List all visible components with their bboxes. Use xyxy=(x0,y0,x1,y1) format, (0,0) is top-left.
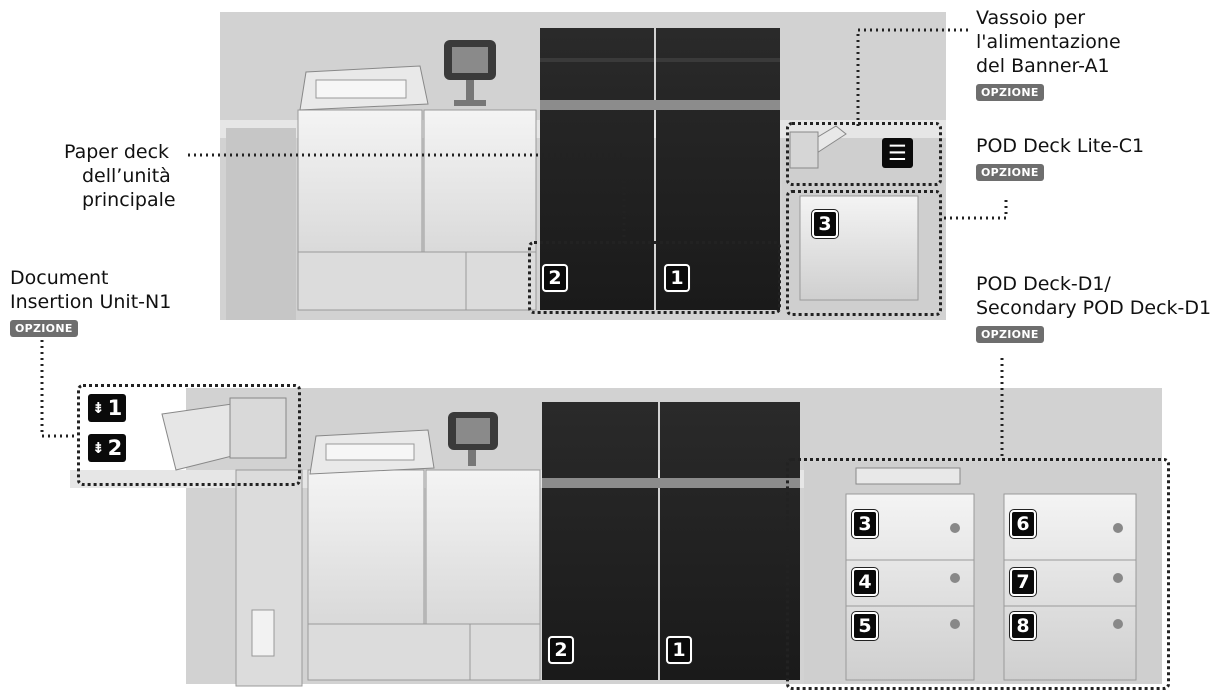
drawer-number-2: 2 xyxy=(542,264,568,292)
banner-tray-line-2: l'alimentazione xyxy=(976,31,1121,53)
pod-deck-drawer-5: 5 xyxy=(852,612,878,640)
insertion-tray-1: ⇟1 xyxy=(88,394,127,422)
document-insertion-label: Document Insertion Unit-N1 OPZIONE xyxy=(10,266,171,338)
insertion-tray-2: ⇟2 xyxy=(88,434,127,462)
paper-deck-line-1: Paper deck xyxy=(64,141,170,163)
drawer-number-1: 1 xyxy=(666,636,692,664)
drawer-number-1: 1 xyxy=(664,264,690,292)
pod-deck-drawer-6: 6 xyxy=(1010,510,1036,538)
pod-lite-drawer-number: 3 xyxy=(812,210,838,238)
option-badge: OPZIONE xyxy=(10,320,78,337)
paper-deck-label: Paper deck dell’unità principale xyxy=(64,140,176,212)
insertion-unit-outline xyxy=(77,384,301,486)
pod-lite-outline xyxy=(786,190,942,316)
top-main-drawers-outline xyxy=(528,241,781,314)
bottom-machine xyxy=(70,388,1162,687)
option-badge: OPZIONE xyxy=(976,326,1044,343)
option-badge: OPZIONE xyxy=(976,84,1044,101)
paper-deck-line-2: dell’unità xyxy=(82,165,171,187)
option-badge: OPZIONE xyxy=(976,164,1044,181)
top-machine xyxy=(220,12,946,320)
document-insertion-line-2: Insertion Unit-N1 xyxy=(10,291,172,313)
pod-deck-drawer-3: 3 xyxy=(852,510,878,538)
insertion-tray-icon: ⇟ xyxy=(92,439,105,457)
banner-tray-line-1: Vassoio per xyxy=(976,7,1086,29)
pod-lite-label: POD Deck Lite-C1 OPZIONE xyxy=(976,134,1144,182)
pod-deck-line-1: POD Deck-D1/ xyxy=(976,273,1111,295)
document-insertion-line-1: Document xyxy=(10,267,109,289)
leader-lines xyxy=(40,28,1008,456)
pod-deck-drawer-8: 8 xyxy=(1010,612,1036,640)
pod-lite-title: POD Deck Lite-C1 xyxy=(976,135,1145,157)
pod-deck-drawer-4: 4 xyxy=(852,568,878,596)
drawer-number-2: 2 xyxy=(548,636,574,664)
banner-tray-label: Vassoio per l'alimentazione del Banner-A… xyxy=(976,6,1121,102)
pod-deck-label: POD Deck-D1/ Secondary POD Deck-D1 OPZIO… xyxy=(976,272,1211,344)
multi-purpose-tray-icon: ☰ xyxy=(882,138,913,168)
pod-deck-drawer-7: 7 xyxy=(1010,568,1036,596)
insertion-tray-number: 1 xyxy=(107,396,123,420)
pod-deck-outline xyxy=(786,458,1170,690)
paper-deck-line-3: principale xyxy=(82,189,176,211)
banner-tray-line-3: del Banner-A1 xyxy=(976,55,1110,77)
insertion-tray-number: 2 xyxy=(107,436,123,460)
banner-tray-outline xyxy=(786,122,942,186)
insertion-tray-icon: ⇟ xyxy=(92,399,105,417)
pod-deck-line-2: Secondary POD Deck-D1 xyxy=(976,297,1212,319)
